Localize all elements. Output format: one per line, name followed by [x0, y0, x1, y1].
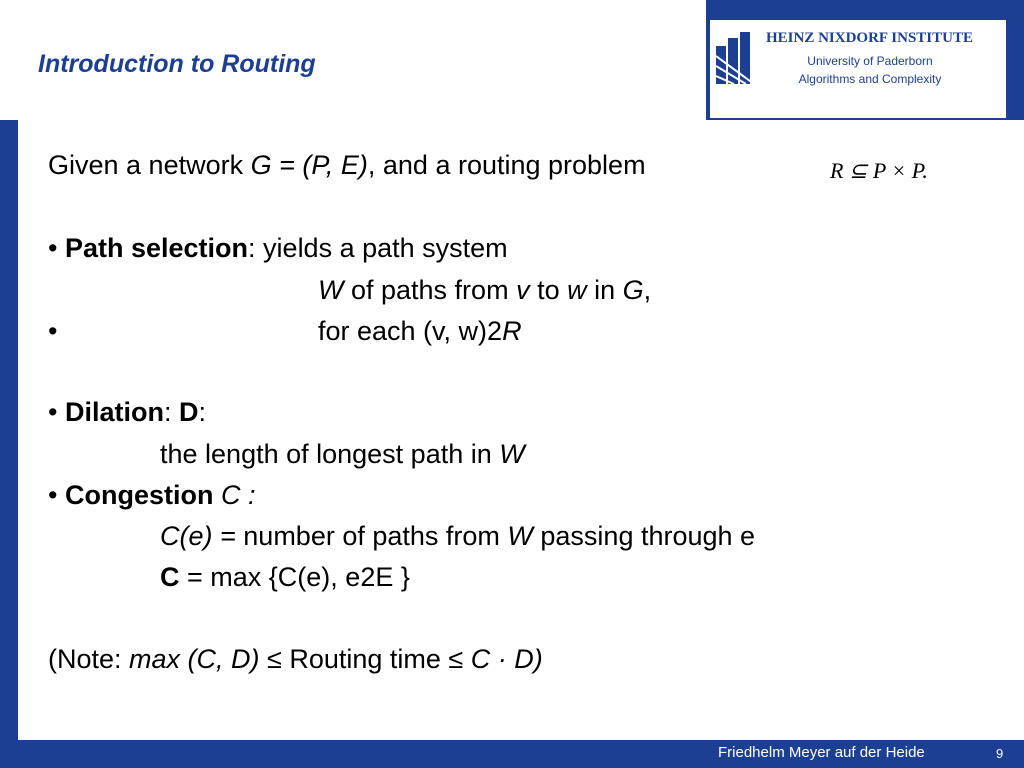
routing-formula: R ⊆ P × P. — [830, 158, 928, 183]
group-name: Algorithms and Complexity — [798, 72, 942, 86]
dilation-line: • Dilation: D: — [48, 397, 206, 427]
institute-logo-icon — [716, 32, 754, 84]
for-each-line: for each (v, w)2R — [318, 316, 522, 346]
institute-panel — [710, 20, 1006, 118]
slide-title: Introduction to Routing — [38, 50, 316, 78]
page-number: 9 — [996, 746, 1004, 761]
for-each-bullet: • — [48, 316, 58, 346]
congestion-line: • Congestion C : — [48, 480, 256, 510]
intro-line: Given a network G = (P, E), and a routin… — [48, 150, 646, 180]
footer-bar — [0, 740, 1024, 768]
institute-name: HEINZ NIXDORF INSTITUTE — [766, 30, 973, 46]
footer-author: Friedhelm Meyer auf der Heide — [718, 744, 925, 761]
dilation-description: the length of longest path in W — [160, 439, 525, 469]
path-system-line: W of paths from v to w in G, — [318, 275, 652, 305]
left-accent-bar — [0, 120, 18, 740]
path-selection-line: • Path selection: yields a path system — [48, 233, 508, 263]
note-line: (Note: max (C, D) ≤ Routing time ≤ C · D… — [48, 644, 543, 674]
congestion-max-definition: C = max {C(e), e2E } — [160, 562, 410, 592]
university-name: University of Paderborn — [807, 54, 933, 68]
congestion-edge-definition: C(e) = number of paths from W passing th… — [160, 521, 756, 551]
